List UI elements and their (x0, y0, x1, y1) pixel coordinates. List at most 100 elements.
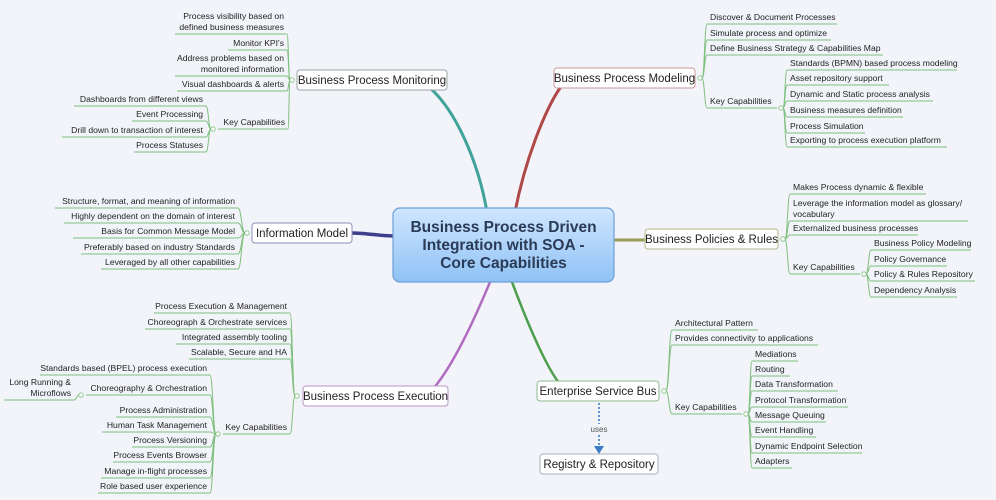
collapse-toggle-icon[interactable] (78, 392, 84, 398)
information-item-highly-dependent-on-the-domain-of-interest[interactable]: Highly dependent on the domain of intere… (64, 211, 238, 224)
collapse-toggle-icon[interactable] (215, 431, 221, 437)
esb-key-item-routing[interactable]: Routing (752, 364, 790, 377)
execution-key-item-human-task-management-text: Human Task Management (107, 420, 208, 430)
monitoring-item-visual-dashboards-alerts[interactable]: Visual dashboards & alerts (177, 79, 287, 92)
collapse-toggle-icon[interactable] (210, 126, 216, 132)
connector-line (286, 33, 291, 81)
information-item-leveraged-by-all-other-capabilities[interactable]: Leveraged by all other capabilities (101, 257, 238, 270)
modeling-item-discover-document-processes[interactable]: Discover & Document Processes (707, 12, 837, 25)
monitoring-item-monitor-kpi-s[interactable]: Monitor KPI's (228, 38, 287, 51)
execution-key-item-choreography-orchestration[interactable]: Choreography & Orchestration (86, 383, 210, 396)
modeling-key-item-business-measures-definition[interactable]: Business measures definition (787, 105, 903, 118)
execution-key-item-process-events-browser[interactable]: Process Events Browser (113, 450, 210, 463)
policies-key-item-policy-governance-text: Policy Governance (874, 254, 946, 264)
execution-item-scalable-secure-and-ha[interactable]: Scalable, Secure and HA (189, 347, 290, 360)
execution-sub-item-long-running-microflows-text: Long Running & (9, 377, 71, 387)
modeling-item-simulate-process-and-optimize[interactable]: Simulate process and optimize (707, 28, 831, 41)
information-item-preferably-based-on-industry-standards[interactable]: Preferably based on industry Standards (81, 242, 238, 255)
connector-line (286, 49, 291, 81)
policies-item-makes-process-dynamic-flexible[interactable]: Makes Process dynamic & flexible (790, 182, 926, 195)
esb-key-item-mediations[interactable]: Mediations (752, 349, 798, 362)
topic-stem (513, 86, 562, 214)
collapse-toggle-icon[interactable] (661, 388, 667, 394)
execution-item-integrated-assembly-tooling-text: Integrated assembly tooling (182, 332, 287, 342)
execution-key-capabilities[interactable]: Key Capabilities (223, 422, 290, 435)
topic-enterprise-service-bus[interactable]: Enterprise Service Bus (536, 380, 660, 402)
monitoring-key-item-process-statuses[interactable]: Process Statuses (134, 140, 206, 153)
topic-business-process-execution[interactable]: Business Process Execution (302, 385, 449, 407)
monitoring-key-item-event-processing[interactable]: Event Processing (132, 109, 206, 122)
execution-key-item-process-administration[interactable]: Process Administration (116, 405, 210, 418)
policies-key-item-business-policy-modeling[interactable]: Business Policy Modeling (871, 238, 972, 251)
execution-item-process-execution-management[interactable]: Process Execution & Management (154, 301, 290, 314)
monitoring-key-item-dashboards-from-different-views-text: Dashboards from different views (80, 94, 203, 104)
collapse-toggle-icon[interactable] (861, 271, 867, 277)
collapse-toggle-icon[interactable] (289, 77, 295, 83)
modeling-key-item-dynamic-and-static-process-analysis-text: Dynamic and Static process analysis (790, 89, 930, 99)
connector-line (865, 273, 872, 298)
collapse-toggle-icon[interactable] (244, 230, 250, 236)
topic-business-process-monitoring[interactable]: Business Process Monitoring (296, 69, 448, 91)
execution-key-item-process-versioning[interactable]: Process Versioning (132, 435, 210, 448)
esb-item-provides-connectivity-to-applications[interactable]: Provides connectivity to applications (672, 333, 818, 346)
uses-label-background (587, 424, 611, 434)
information-item-structure-format-and-meaning-of-information[interactable]: Structure, format, and meaning of inform… (55, 196, 238, 209)
modeling-key-item-asset-repository-support[interactable]: Asset repository support (787, 73, 889, 86)
policies-key-capabilities[interactable]: Key Capabilities (790, 262, 860, 275)
topic-information-model[interactable]: Information Model (251, 222, 353, 244)
policies-key-item-policy-governance[interactable]: Policy Governance (871, 254, 947, 267)
esb-item-architectural-pattern[interactable]: Architectural Pattern (672, 318, 758, 331)
modeling-item-define-business-strategy-capabilities-map[interactable]: Define Business Strategy & Capabilities … (707, 43, 883, 56)
esb-key-item-dynamic-endpoint-selection[interactable]: Dynamic Endpoint Selection (752, 441, 863, 454)
esb-key-capabilities[interactable]: Key Capabilities (672, 402, 742, 415)
information-item-basis-for-common-message-model[interactable]: Basis for Common Message Model (73, 226, 238, 239)
modeling-key-capabilities[interactable]: Key Capabilities (707, 96, 777, 109)
topic-business-process-modeling[interactable]: Business Process Modeling (553, 67, 696, 89)
monitoring-key-item-process-statuses-text: Process Statuses (136, 140, 203, 150)
branch-connectors (73, 23, 872, 494)
policies-key-item-dependency-analysis[interactable]: Dependency Analysis (871, 285, 957, 298)
execution-key-item-role-based-user-experience[interactable]: Role based user experience (98, 481, 210, 494)
esb-key-item-message-queuing[interactable]: Message Queuing (752, 410, 826, 423)
collapse-toggle-icon[interactable] (294, 393, 300, 399)
uses-relation-label: uses (591, 425, 608, 434)
execution-key-item-process-administration-text: Process Administration (120, 405, 208, 415)
esb-key-item-protocol-transformation-text: Protocol Transformation (755, 395, 846, 405)
policies-item-externalized-business-processes[interactable]: Externalized business processes (790, 223, 918, 236)
collapse-toggle-icon[interactable] (697, 75, 703, 81)
esb-key-item-event-handling[interactable]: Event Handling (752, 425, 816, 438)
collapse-toggle-icon[interactable] (778, 105, 784, 111)
modeling-key-item-standards-bpmn-based-process-modeling[interactable]: Standards (BPMN) based process modeling (787, 58, 958, 71)
esb-item-architectural-pattern-text: Architectural Pattern (675, 318, 753, 328)
collapse-toggle-icon[interactable] (780, 236, 786, 242)
execution-key-item-human-task-management[interactable]: Human Task Management (102, 420, 210, 433)
monitoring-key-item-drill-down-to-transaction-of-interest[interactable]: Drill down to transaction of interest (62, 125, 206, 138)
collapse-toggle-icon[interactable] (743, 411, 749, 417)
modeling-key-item-exporting-to-process-execution-platform[interactable]: Exporting to process execution platform (787, 135, 947, 148)
monitoring-item-address-problems-based-on-monitored-information-text: monitored information (201, 64, 284, 74)
monitoring-key-capabilities-text: Key Capabilities (223, 117, 285, 127)
esb-key-item-adapters[interactable]: Adapters (752, 456, 792, 469)
modeling-key-item-dynamic-and-static-process-analysis[interactable]: Dynamic and Static process analysis (787, 89, 933, 102)
execution-item-integrated-assembly-tooling[interactable]: Integrated assembly tooling (176, 332, 290, 345)
modeling-key-item-process-simulation[interactable]: Process Simulation (787, 121, 865, 134)
execution-key-item-manage-in-flight-processes[interactable]: Manage in-flight processes (101, 466, 210, 479)
topic-connectors (350, 86, 647, 392)
policies-item-leverage-the-information-model-as-glossary-vocabulary[interactable]: Leverage the information model as glossa… (790, 198, 968, 222)
topic-registry-repository[interactable]: Registry & Repository (539, 453, 659, 475)
esb-key-item-protocol-transformation[interactable]: Protocol Transformation (752, 395, 848, 408)
execution-sub-item-long-running-microflows[interactable]: Long Running &Microflows (4, 377, 74, 401)
monitoring-key-capabilities[interactable]: Key Capabilities (218, 117, 288, 130)
modeling-key-item-process-simulation-text: Process Simulation (790, 121, 864, 131)
execution-key-item-standards-based-bpel-process-execution[interactable]: Standards based (BPEL) process execution (40, 363, 210, 376)
monitoring-key-item-dashboards-from-different-views[interactable]: Dashboards from different views (74, 94, 206, 107)
execution-item-choreograph-orchestrate-services[interactable]: Choreograph & Orchestrate services (145, 317, 290, 330)
execution-item-process-execution-management-text: Process Execution & Management (155, 301, 287, 311)
policies-key-item-policy-rules-repository[interactable]: Policy & Rules Repository (871, 269, 975, 282)
topic-business-policies-rules[interactable]: Business Policies & Rules (644, 228, 779, 250)
esb-key-item-data-transformation[interactable]: Data Transformation (752, 379, 838, 392)
